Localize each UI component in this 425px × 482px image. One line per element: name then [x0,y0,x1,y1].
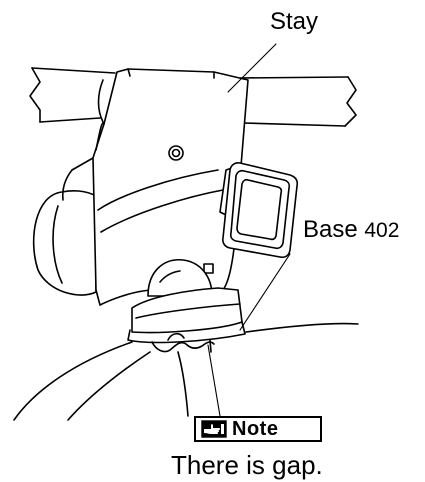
stay-label: Stay [270,8,319,35]
leader-lines [207,43,291,417]
base-402 [127,259,246,353]
base-label-text: Base [303,216,358,243]
base-label: Base 402 [303,218,399,242]
base-label-number: 402 [364,219,400,242]
note-label: Note [232,418,279,440]
side-clip [219,162,299,259]
pointing-hand-note-icon [201,420,227,438]
note-badge: Note [194,416,322,442]
gap-caption: There is gap. [171,450,323,480]
left-knob [32,157,97,296]
horizontal-bar [29,67,357,127]
mounting-surface [13,322,359,421]
